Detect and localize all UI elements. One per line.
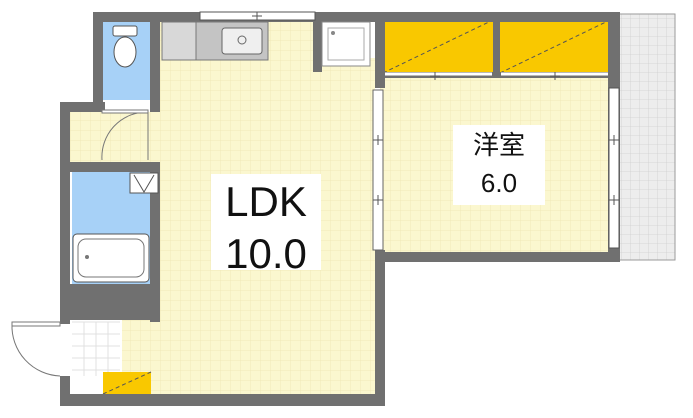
closet-diagonals bbox=[102, 19, 611, 395]
genkan-tiles bbox=[72, 321, 120, 376]
western-room-label: 洋室 6.0 bbox=[453, 125, 545, 205]
shoe-closet bbox=[103, 372, 151, 394]
western-room-name: 洋室 bbox=[472, 131, 525, 161]
walls bbox=[60, 12, 620, 406]
window-balcony bbox=[608, 87, 620, 249]
kitchen-sink bbox=[221, 27, 263, 55]
entry-door bbox=[11, 321, 61, 327]
ldk-room-size: 10.0 bbox=[225, 230, 307, 278]
western-room-size: 6.0 bbox=[480, 168, 518, 199]
balcony bbox=[616, 13, 676, 261]
bathtub-icon bbox=[72, 233, 150, 283]
ldk-label: LDK 10.0 bbox=[211, 174, 321, 276]
ldk-room-name: LDK bbox=[225, 178, 307, 225]
toilet-door bbox=[101, 109, 149, 114]
fridge-space bbox=[321, 21, 371, 67]
stove bbox=[161, 21, 197, 61]
sliding-door bbox=[372, 89, 384, 251]
washbasin-icon bbox=[129, 172, 159, 194]
hall-floor bbox=[70, 112, 160, 162]
toilet-icon bbox=[112, 25, 138, 68]
